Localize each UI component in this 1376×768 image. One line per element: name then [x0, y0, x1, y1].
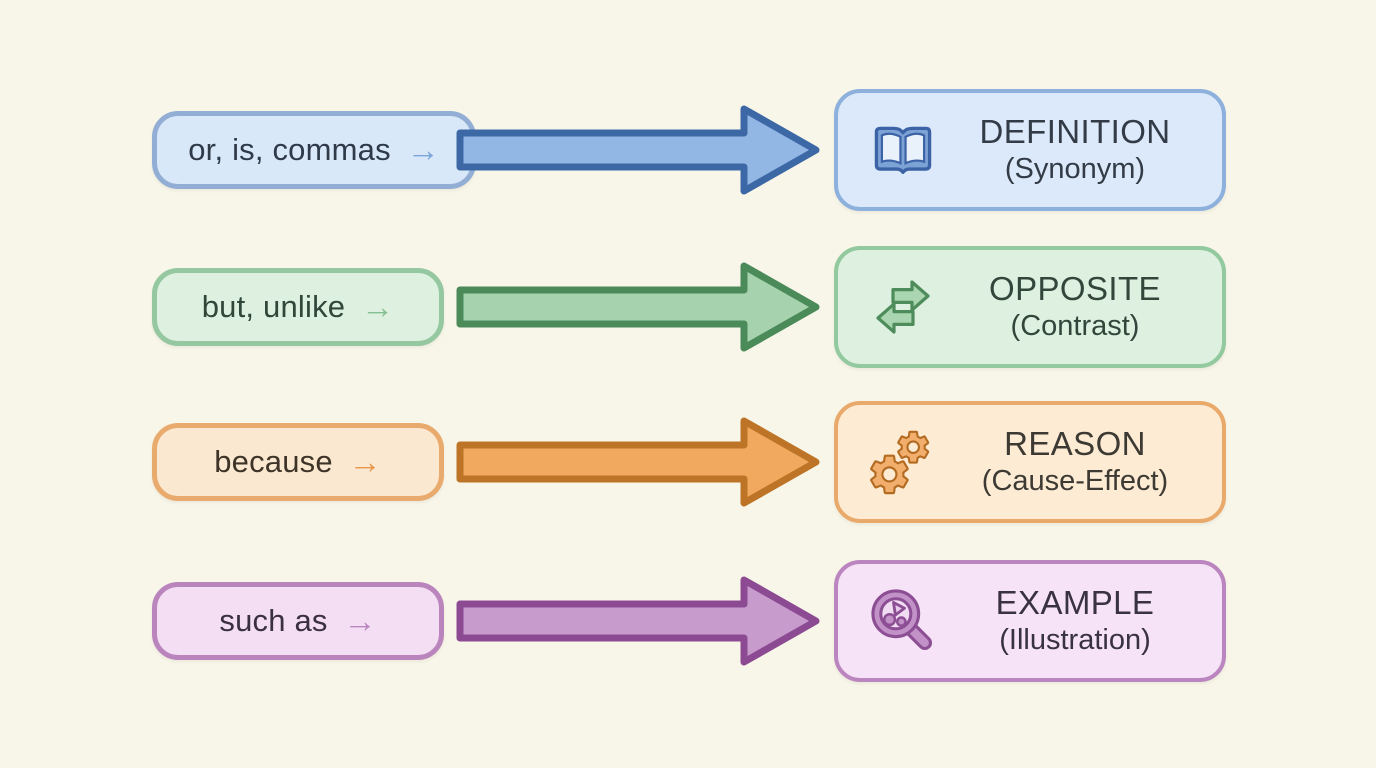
type-title: REASON — [1004, 425, 1146, 463]
small-arrow-icon: → — [343, 601, 377, 639]
signal-pill-example: such as → — [152, 582, 444, 660]
signal-pill-definition: or, is, commas → — [152, 111, 476, 189]
type-labels: EXAMPLE (Illustration) — [942, 583, 1208, 659]
type-title: DEFINITION — [979, 113, 1171, 151]
type-title: EXAMPLE — [995, 584, 1155, 622]
signal-text: because — [214, 444, 333, 479]
big-arrow-icon — [456, 417, 820, 507]
type-subtitle: (Contrast) — [1010, 310, 1140, 343]
signal-text: such as — [219, 603, 328, 638]
type-box-opposite: OPPOSITE (Contrast) — [834, 246, 1226, 368]
type-labels: OPPOSITE (Contrast) — [942, 269, 1208, 345]
type-labels: DEFINITION (Synonym) — [942, 112, 1208, 188]
gears-icon — [864, 423, 942, 501]
row-definition: or, is, commas → DEFINITION (Synonym) — [0, 89, 1376, 211]
big-arrow-icon — [456, 262, 820, 352]
signal-pill-reason: because → — [152, 423, 444, 501]
type-subtitle: (Cause-Effect) — [981, 465, 1169, 498]
type-labels: REASON (Cause-Effect) — [942, 424, 1208, 500]
small-arrow-icon: → — [406, 130, 440, 168]
type-title: OPPOSITE — [989, 270, 1161, 308]
open-book-icon — [864, 111, 942, 189]
small-arrow-icon: → — [361, 287, 395, 325]
signal-pill-opposite: but, unlike → — [152, 268, 444, 346]
row-example: such as → EXAMPLE (Illus — [0, 560, 1376, 682]
signal-text: but, unlike — [201, 289, 346, 324]
big-arrow-icon — [456, 105, 820, 195]
signal-text: or, is, commas — [188, 132, 391, 167]
type-box-reason: REASON (Cause-Effect) — [834, 401, 1226, 523]
row-opposite: but, unlike → OPPOSITE (Contrast) — [0, 246, 1376, 368]
big-arrow-icon — [456, 576, 820, 666]
type-subtitle: (Synonym) — [1004, 153, 1146, 186]
type-box-example: EXAMPLE (Illustration) — [834, 560, 1226, 682]
swap-arrows-icon — [864, 268, 942, 346]
magnifier-icon — [864, 582, 942, 660]
type-subtitle: (Illustration) — [999, 624, 1151, 657]
row-reason: because → REASON (Cause-Effect) — [0, 401, 1376, 523]
type-box-definition: DEFINITION (Synonym) — [834, 89, 1226, 211]
small-arrow-icon: → — [348, 442, 382, 480]
